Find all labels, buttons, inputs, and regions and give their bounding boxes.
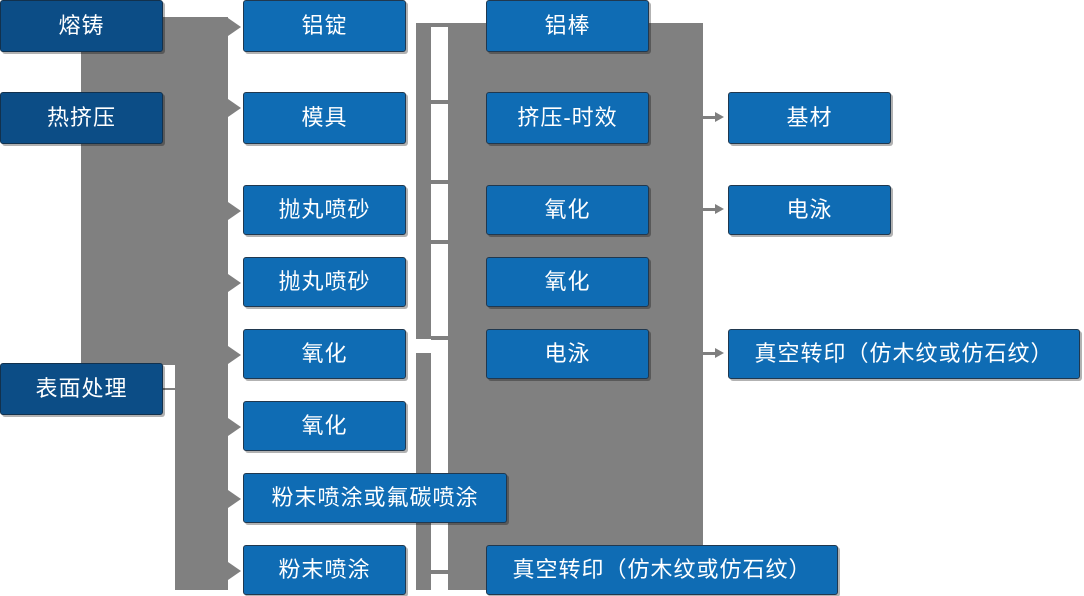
node-vacuum-transfer-right-label: 真空转印（仿木纹或仿石纹）: [754, 341, 1054, 366]
stage-surface-treatment-label: 表面处理: [35, 376, 128, 401]
node-powder-coating-label: 粉末喷涂: [278, 557, 371, 582]
left-rail-arrow-6: [228, 418, 241, 436]
left-rail-arrow-3: [228, 202, 241, 220]
mid-rail-tie-6: [431, 570, 449, 574]
left-rail-arrow-7: [228, 490, 241, 508]
node-shot-blast-2[interactable]: 抛丸喷砂: [243, 257, 406, 307]
left-rail-wide: [81, 17, 228, 365]
node-oxidation-3-label: 氧化: [544, 197, 591, 222]
left-rail-arrow-5: [228, 346, 241, 364]
node-oxidation-4-label: 氧化: [544, 269, 591, 294]
stage-surface-treatment[interactable]: 表面处理: [0, 363, 163, 415]
node-powder-or-fluorocarbon-coating[interactable]: 粉末喷涂或氟碳喷涂: [243, 473, 507, 523]
node-vacuum-transfer-bottom-label: 真空转印（仿木纹或仿石纹）: [512, 557, 812, 582]
stage-hot-extrusion-label: 热挤压: [46, 105, 116, 130]
mid-rail-tie-3: [431, 180, 449, 184]
node-extrusion-aging[interactable]: 挤压-时效: [486, 92, 649, 144]
stage-melt-cast-label: 熔铸: [58, 13, 105, 38]
node-oxidation-2[interactable]: 氧化: [243, 401, 406, 451]
left-rail-arrow-1: [228, 18, 241, 36]
node-aluminum-ingot-label: 铝锭: [301, 13, 348, 38]
mid-rail-tie-2: [431, 100, 449, 104]
left-rail-narrow: [175, 365, 228, 590]
node-base-material[interactable]: 基材: [728, 92, 891, 144]
node-vacuum-transfer-right[interactable]: 真空转印（仿木纹或仿石纹）: [728, 329, 1080, 379]
node-oxidation-3[interactable]: 氧化: [486, 185, 649, 235]
mid-rail-left-bar-top: [416, 23, 431, 339]
node-mold[interactable]: 模具: [243, 92, 406, 144]
surface-treatment-connector: [163, 388, 177, 390]
mid-rail-tie-4: [431, 240, 449, 244]
node-mold-label: 模具: [301, 105, 348, 130]
node-aluminum-bar-label: 铝棒: [544, 13, 591, 38]
node-electrophoresis-2-label: 电泳: [786, 197, 833, 222]
left-rail-arrow-2: [228, 99, 241, 117]
arrow-to-electrophoresis: [703, 204, 724, 214]
mid-rail-tie-5: [431, 336, 449, 340]
node-shot-blast-1-label: 抛丸喷砂: [278, 197, 371, 222]
node-oxidation-2-label: 氧化: [301, 413, 348, 438]
left-rail-arrow-8: [228, 562, 241, 580]
node-oxidation-1-label: 氧化: [301, 341, 348, 366]
node-powder-coating[interactable]: 粉末喷涂: [243, 545, 406, 595]
mid-rail-tie-1: [431, 23, 449, 27]
node-aluminum-ingot[interactable]: 铝锭: [243, 0, 406, 52]
node-oxidation-4[interactable]: 氧化: [486, 257, 649, 307]
node-shot-blast-1[interactable]: 抛丸喷砂: [243, 185, 406, 235]
node-electrophoresis-1[interactable]: 电泳: [486, 329, 649, 379]
stage-hot-extrusion[interactable]: 热挤压: [0, 92, 163, 144]
node-extrusion-aging-label: 挤压-时效: [517, 105, 618, 130]
node-base-material-label: 基材: [786, 105, 833, 130]
node-electrophoresis-1-label: 电泳: [544, 341, 591, 366]
mid-rail-left-bar-bottom: [416, 353, 431, 590]
arrow-to-vacuum-transfer: [703, 348, 724, 358]
node-electrophoresis-2[interactable]: 电泳: [728, 185, 891, 235]
node-shot-blast-2-label: 抛丸喷砂: [278, 269, 371, 294]
node-powder-or-fluorocarbon-coating-label: 粉末喷涂或氟碳喷涂: [271, 485, 479, 510]
stage-melt-cast[interactable]: 熔铸: [0, 0, 163, 52]
node-oxidation-1[interactable]: 氧化: [243, 329, 406, 379]
node-vacuum-transfer-bottom[interactable]: 真空转印（仿木纹或仿石纹）: [486, 545, 838, 595]
node-aluminum-bar[interactable]: 铝棒: [486, 0, 649, 52]
arrow-to-base-material: [703, 112, 724, 122]
left-rail-arrow-4: [228, 274, 241, 292]
